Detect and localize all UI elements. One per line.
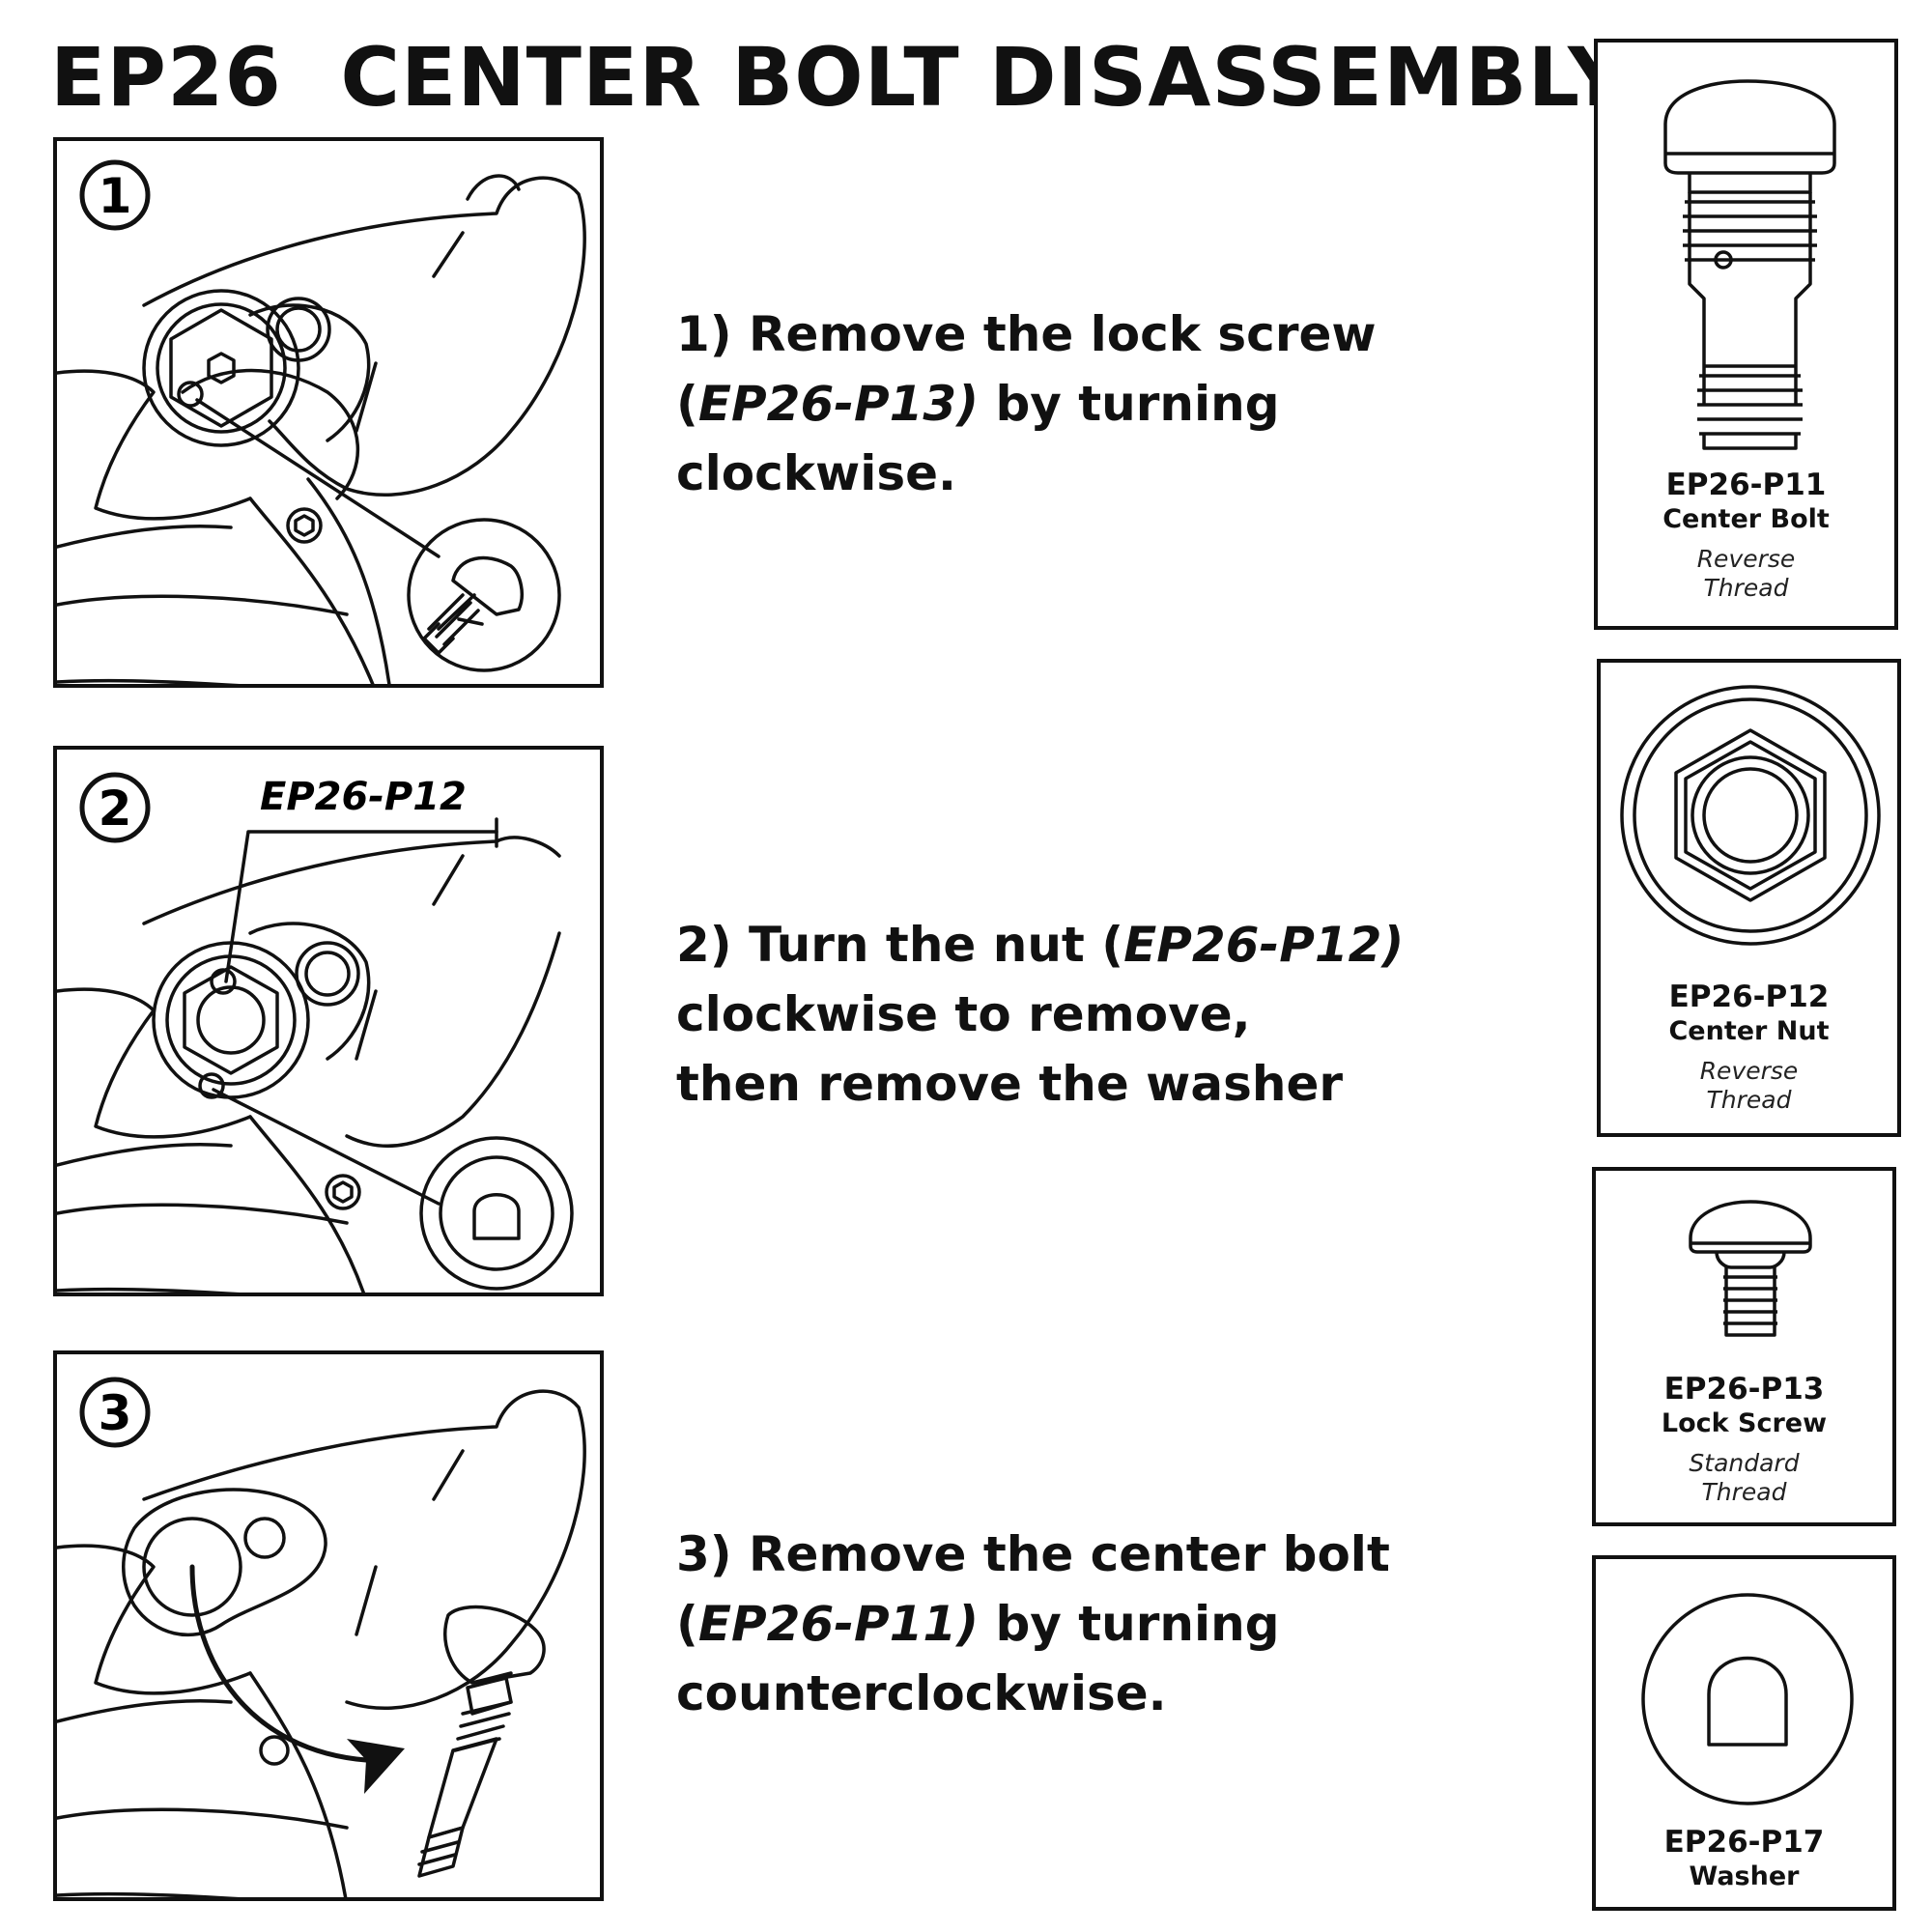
step-1-instructions: 1) Remove the lock screw (EP26-P13) by t… [676,299,1468,508]
part-card-washer: EP26-P17 Washer [1592,1555,1896,1911]
center-bolt-icon [1663,79,1836,450]
step-1-illustration: 1 [53,137,604,688]
part-name: Lock Screw [1661,1408,1828,1438]
step-3-number: 3 [99,1385,132,1441]
step-3-instructions: 3) Remove the center bolt (EP26-P11) by … [676,1520,1468,1728]
step-2-instructions: 2) Turn the nut (EP26-P12) clockwise to … [676,910,1468,1119]
part-code: EP26-P17 [1663,1825,1825,1860]
pruner-lock-screw-icon: 1 [57,159,586,684]
step-2-illustration: 2 EP26-P12 [53,746,604,1296]
step-3-line-2: (EP26-P11) by turning [676,1596,1280,1652]
step-3-line-1: 3) Remove the center bolt [676,1526,1390,1582]
pruner-nut-icon: 2 EP26-P12 [57,772,574,1293]
part-name: Center Bolt [1662,504,1830,534]
step-1-number: 1 [99,168,132,224]
step-1-line-1: 1) Remove the lock screw [676,306,1377,362]
lock-screw-icon [1689,1200,1812,1337]
arrow-head-icon [347,1739,405,1794]
nut-part-label: EP26-P12 [260,775,467,819]
part-code: EP26-P12 [1668,980,1830,1014]
step-3-illustration: 3 [53,1350,604,1901]
step-2-number: 2 [99,781,132,837]
step-3-line-3: counterclockwise. [676,1665,1167,1721]
step-1-line-3: clockwise. [676,445,957,501]
page-title: EP26 CENTER BOLT DISASSEMBLY [50,30,1628,125]
pruner-center-bolt-icon: 3 [57,1377,586,1897]
step-1-badge [79,159,151,231]
step-1-line-2: (EP26-P13) by turning [676,376,1280,432]
step-3-badge [79,1377,151,1448]
part-name: Center Nut [1668,1016,1830,1046]
step-2-badge [79,772,151,843]
washer-icon [1641,1593,1854,1805]
center-nut-icon [1620,685,1881,946]
step-2-line-1: 2) Turn the nut (EP26-P12) [676,917,1405,973]
part-name: Washer [1689,1861,1800,1891]
part-code: EP26-P11 [1665,468,1827,502]
part-code: EP26-P13 [1663,1372,1825,1406]
step-2-line-2: clockwise to remove, [676,986,1251,1042]
step-2-line-3: then remove the washer [676,1056,1344,1112]
